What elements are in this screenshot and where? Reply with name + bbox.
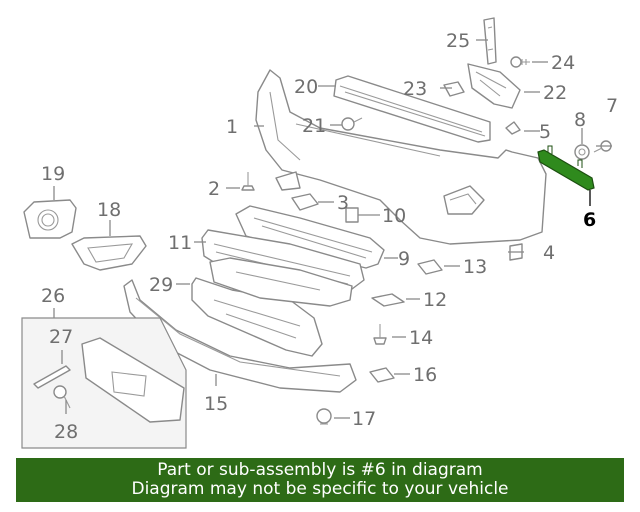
callout-12[interactable]: 12 [423,289,447,311]
callout-7[interactable]: 7 [606,95,618,117]
callout-3[interactable]: 3 [337,192,349,214]
part-21-bolt[interactable] [341,117,363,131]
callout-9[interactable]: 9 [398,248,410,270]
part-27-bolt[interactable] [33,365,71,389]
part-5-pin[interactable] [505,121,521,135]
part-19-fog-lamp[interactable] [23,199,77,239]
callout-16[interactable]: 16 [413,364,437,386]
part-22-bracket[interactable] [467,63,521,109]
info-banner: Part or sub-assembly is #6 in diagram Di… [16,458,624,502]
part-8-nut[interactable] [574,144,590,160]
part-3-clip[interactable] [291,193,319,211]
part-18-bezel[interactable] [71,235,147,271]
part-14-pin[interactable] [373,324,387,345]
callout-5[interactable]: 5 [539,121,551,143]
callout-24[interactable]: 24 [551,52,575,74]
callout-10[interactable]: 10 [382,205,406,227]
part-29-skid-plate[interactable] [191,257,353,357]
banner-line-2: Diagram may not be specific to your vehi… [131,479,509,499]
callout-6[interactable]: 6 [583,209,596,231]
callout-labels: 1 2 3 4 5 6 7 8 9 10 11 12 13 14 15 16 1… [41,30,618,443]
part-24-screw[interactable] [510,56,530,68]
part-17-pin[interactable] [316,408,332,425]
callout-4[interactable]: 4 [543,242,555,264]
callout-18[interactable]: 18 [97,199,121,221]
part-6-bracket-highlighted[interactable] [537,145,595,191]
part-6-shape [537,149,595,191]
callout-29[interactable]: 29 [149,274,173,296]
callout-15[interactable]: 15 [204,393,228,415]
part-2-bolt[interactable] [241,172,255,191]
parts-diagram: 1 2 3 4 5 6 7 8 9 10 11 12 13 14 15 16 1… [21,17,618,449]
callout-21[interactable]: 21 [302,115,326,137]
callout-14[interactable]: 14 [409,327,433,349]
callout-19[interactable]: 19 [41,163,65,185]
part-23-clip[interactable] [443,81,465,97]
part-26-license-bracket-box[interactable] [21,317,187,449]
callout-2[interactable]: 2 [208,178,220,200]
leader-lines [53,39,612,419]
callout-13[interactable]: 13 [463,256,487,278]
part-16-clip[interactable] [369,367,395,383]
callout-11[interactable]: 11 [168,232,192,254]
callout-20[interactable]: 20 [294,76,318,98]
part-1-bumper-fascia[interactable] [255,69,547,245]
callout-28[interactable]: 28 [54,421,78,443]
callout-1[interactable]: 1 [226,116,238,138]
callout-17[interactable]: 17 [352,408,376,430]
callout-22[interactable]: 22 [543,82,567,104]
part-28-screw[interactable] [53,385,71,409]
banner-line-1: Part or sub-assembly is #6 in diagram [157,460,483,480]
callout-27[interactable]: 27 [49,326,73,348]
part-25-bracket[interactable] [483,17,497,65]
part-20-reinforcement[interactable] [333,75,491,143]
callout-8[interactable]: 8 [574,109,586,131]
callout-23[interactable]: 23 [403,78,427,100]
part-13-clip[interactable] [417,259,443,275]
part-10-clip[interactable] [345,207,359,223]
callout-26[interactable]: 26 [41,285,65,307]
part-12-clip[interactable] [371,293,405,307]
callout-25[interactable]: 25 [446,30,470,52]
